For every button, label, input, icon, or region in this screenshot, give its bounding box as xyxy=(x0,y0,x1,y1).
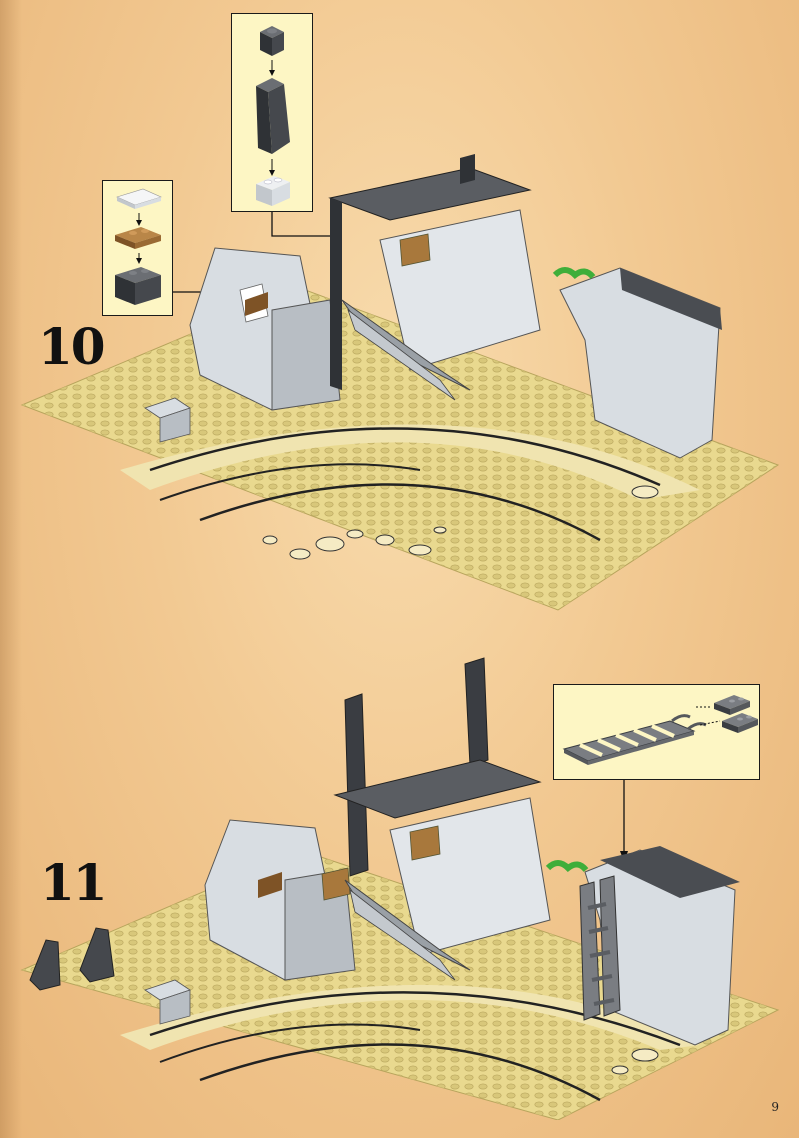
light-gray-tile xyxy=(116,188,162,209)
right-rock-wall xyxy=(545,846,740,1046)
loose-slope-bricks xyxy=(29,927,115,991)
light-gray-1x2-brick xyxy=(256,176,290,206)
page-fold-shadow xyxy=(0,0,22,1138)
gray-ladder xyxy=(562,714,707,765)
loose-gray-plate xyxy=(144,979,191,1025)
ladder-callout xyxy=(553,684,760,780)
step-11-model xyxy=(20,657,780,1120)
step-number-10: 10 xyxy=(38,317,106,376)
step-number-11: 11 xyxy=(40,853,108,912)
dark-gray-1x2-brick xyxy=(115,267,161,305)
step-10-model xyxy=(20,154,780,611)
dark-gray-slope-brick xyxy=(256,78,290,154)
brown-plate xyxy=(115,227,161,249)
clip-plate-bottom xyxy=(722,713,758,733)
center-gate-structure xyxy=(321,657,551,981)
center-gate-structure xyxy=(328,154,541,401)
left-parts-callout xyxy=(102,180,173,316)
loose-gray-plate xyxy=(144,397,191,443)
attached-ladder xyxy=(579,875,621,1021)
clip-plate-top xyxy=(714,695,750,715)
top-parts-callout xyxy=(231,13,313,212)
left-rock-wall xyxy=(189,247,341,411)
page-number: 9 xyxy=(771,1100,779,1114)
dark-gray-1x1-brick xyxy=(260,26,284,56)
right-rock-wall xyxy=(552,267,722,459)
